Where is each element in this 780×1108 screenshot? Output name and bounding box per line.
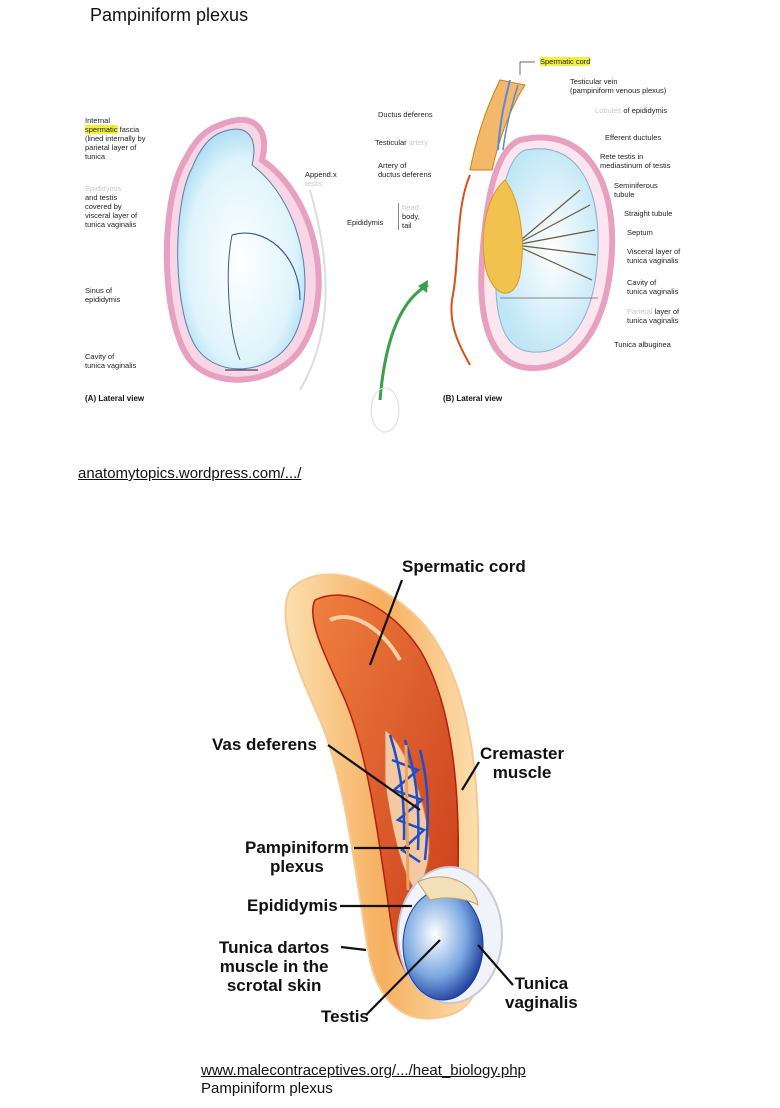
diagram-c-testis (402, 889, 484, 1001)
label-b-rete: Rete testis in mediastinum of testis (600, 152, 671, 170)
label-b-seminiferous: Seminiferous tubule (614, 181, 658, 199)
label-c-vaginalis: Tunica vaginalis (505, 974, 578, 1012)
source-link-1[interactable]: anatomytopics.wordpress.com/.../ (78, 465, 302, 482)
caption-a: (A) Lateral view (85, 394, 145, 403)
label-c-epididymis: Epididymis (247, 896, 338, 915)
label-a-fascia: Internal spermatic fascia (lined interna… (85, 116, 146, 161)
diagram-b-septa (514, 189, 597, 281)
caption-b: (B) Lateral view (443, 394, 503, 403)
label-b-straight: Straight tubule (624, 209, 673, 218)
label-b-efferent: Efferent ductules (605, 133, 662, 142)
label-c-vas: Vas deferens (212, 735, 317, 754)
diagram-b-ductus (450, 174, 471, 366)
diagram-b-epididymis (482, 179, 523, 294)
label-c-pampiniform: Pampiniform plexus (245, 838, 349, 876)
label-b-visceral: Visceral layer of tunica vaginalis (627, 247, 681, 265)
label-b-epididymis: Epididymis (347, 218, 384, 227)
label-b-vein: Testicular vein (pampiniform venous plex… (570, 77, 667, 95)
label-a-cavity: Cavity of tunica vaginalis (85, 352, 137, 370)
page-title: Pampiniform plexus (90, 5, 249, 25)
label-b-epididymis-parts: head body, tail (398, 203, 420, 230)
label-c-cord: Spermatic cord (402, 557, 526, 576)
label-b-cavity: Cavity of tunica vaginalis (627, 278, 679, 296)
label-c-testis: Testis (321, 1007, 369, 1026)
label-b-artery-ductus: Artery of ductus deferens (378, 161, 432, 179)
label-b-testicular-artery: Testicular artery (375, 138, 428, 147)
source-caption-2: Pampiniform plexus (201, 1080, 333, 1097)
label-b-albuginea: Tunica albuginea (614, 340, 671, 349)
diagram-c-leader-lines (327, 579, 514, 1016)
source-link-2[interactable]: www.malecontraceptives.org/.../heat_biol… (201, 1062, 526, 1079)
label-b-lobules: Lobules of epididymis (595, 106, 668, 115)
label-a-appendix: Append.x testis (305, 170, 337, 188)
diagram-b-cord (469, 79, 526, 171)
label-a-epididymis-testis: Epididymis and testis covered by viscera… (85, 184, 138, 229)
label-c-dartos: Tunica dartos muscle in the scrotal skin (219, 938, 330, 995)
label-b-ductus: Ductus deferens (378, 110, 433, 119)
diagram-c-epididymis (417, 876, 479, 906)
label-b-septum: Septum (627, 228, 653, 237)
diagram-b-illustration (370, 61, 616, 433)
diagram-a-testis (177, 128, 306, 370)
diagram-b-arrow (378, 283, 429, 401)
label-b-parietal: Parietal layer of tunica vaginalis (627, 307, 680, 325)
label-c-cremaster: Cremaster muscle (480, 744, 565, 782)
label-a-sinus: Sinus of epididymis (85, 286, 121, 304)
diagram-c-plexus (388, 734, 429, 864)
label-b-cord: Spermatic cord (540, 57, 591, 66)
diagram-a-illustration (163, 117, 327, 391)
